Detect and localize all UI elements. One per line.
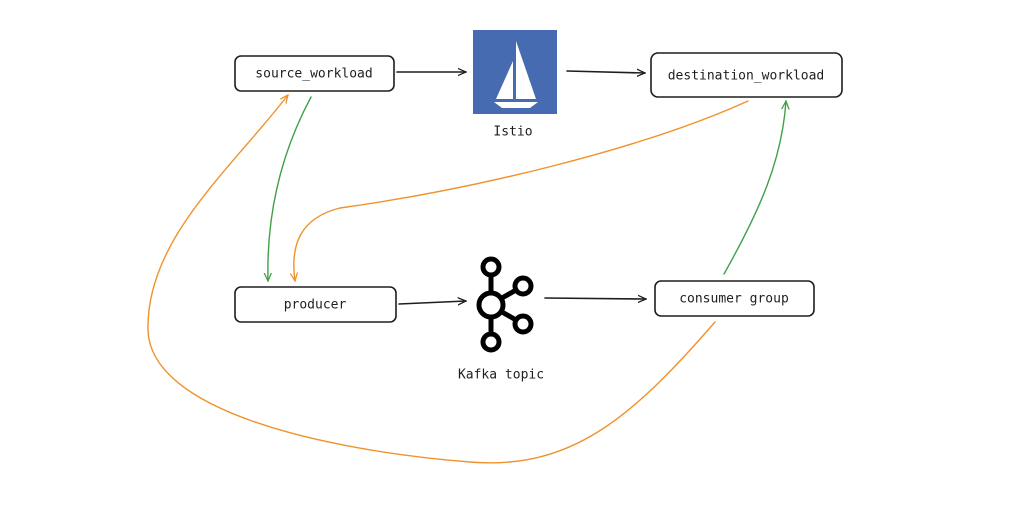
node-consumer-group: consumer group (654, 280, 815, 317)
kafka-group: Kafka topic (458, 256, 544, 383)
edge-orange-destination-to-producer (294, 100, 749, 281)
edge-istio-to-destination (566, 71, 645, 73)
edge-orange-consumer-to-source (147, 95, 716, 464)
node-producer: producer (234, 286, 397, 323)
node-consumer-group-label: consumer group (679, 292, 789, 307)
node-destination-workload: destination_workload (650, 52, 843, 98)
edge-green-consumer-to-destination (723, 101, 786, 275)
kafka-label: Kafka topic (458, 368, 544, 383)
node-source-workload: source_workload (234, 55, 395, 92)
node-source-workload-label: source_workload (255, 67, 372, 82)
istio-label: Istio (493, 125, 532, 140)
istio-sail-icon (473, 30, 557, 114)
edge-kafka-to-consumer (544, 298, 646, 299)
kafka-icon (476, 256, 534, 353)
edge-producer-to-kafka (398, 301, 466, 304)
edge-green-source-to-producer (268, 96, 312, 281)
node-producer-label: producer (284, 298, 347, 313)
node-destination-workload-label: destination_workload (668, 69, 825, 84)
istio-group: Istio (473, 30, 557, 140)
